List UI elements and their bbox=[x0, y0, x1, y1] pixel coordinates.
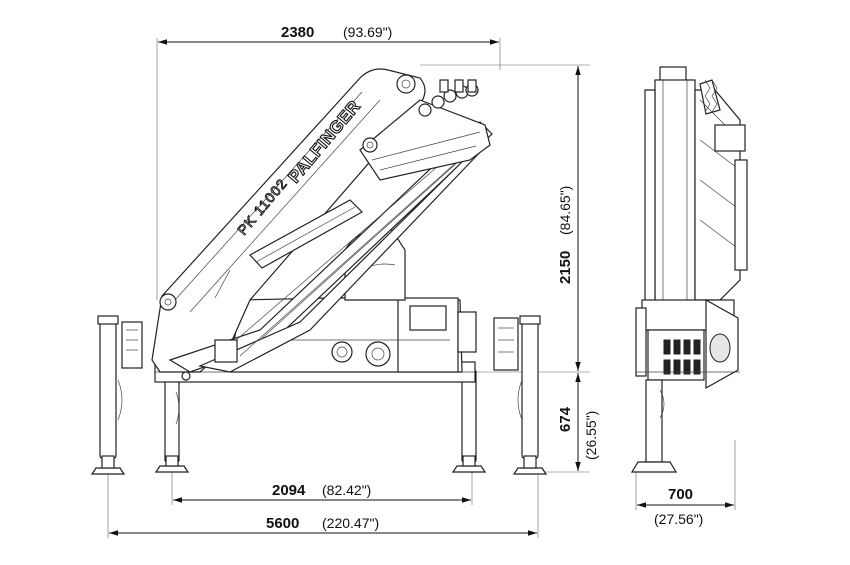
height-value: 2150 bbox=[557, 251, 574, 284]
dimension-lines bbox=[107, 38, 736, 538]
outer-span-value: 5600 bbox=[266, 515, 299, 532]
inner-span-value: 2094 bbox=[272, 482, 306, 499]
overall-width-value: 2380 bbox=[281, 24, 314, 41]
dimension-labels: 2380 (93.69") 2150 (84.65") 674 (26.55")… bbox=[266, 24, 703, 532]
outer-span-inches: (220.47") bbox=[322, 515, 379, 531]
side-width-inches: (27.56") bbox=[654, 511, 703, 527]
outrigger-leg-inner-left bbox=[154, 379, 190, 473]
below-base-value: 674 bbox=[557, 406, 574, 432]
outrigger-leg-outer-left bbox=[90, 315, 143, 475]
crane-side-view bbox=[630, 66, 748, 473]
side-valves bbox=[663, 339, 701, 375]
outrigger-leg-inner-right bbox=[451, 369, 487, 473]
height-inches: (84.65") bbox=[557, 186, 573, 235]
crane-boom bbox=[151, 68, 493, 381]
outrigger-leg-outer-right bbox=[493, 315, 548, 475]
inner-span-inches: (82.42") bbox=[322, 482, 371, 498]
below-base-inches: (26.55") bbox=[583, 411, 599, 460]
side-width-value: 700 bbox=[668, 486, 693, 503]
overall-width-inches: (93.69") bbox=[343, 24, 392, 40]
